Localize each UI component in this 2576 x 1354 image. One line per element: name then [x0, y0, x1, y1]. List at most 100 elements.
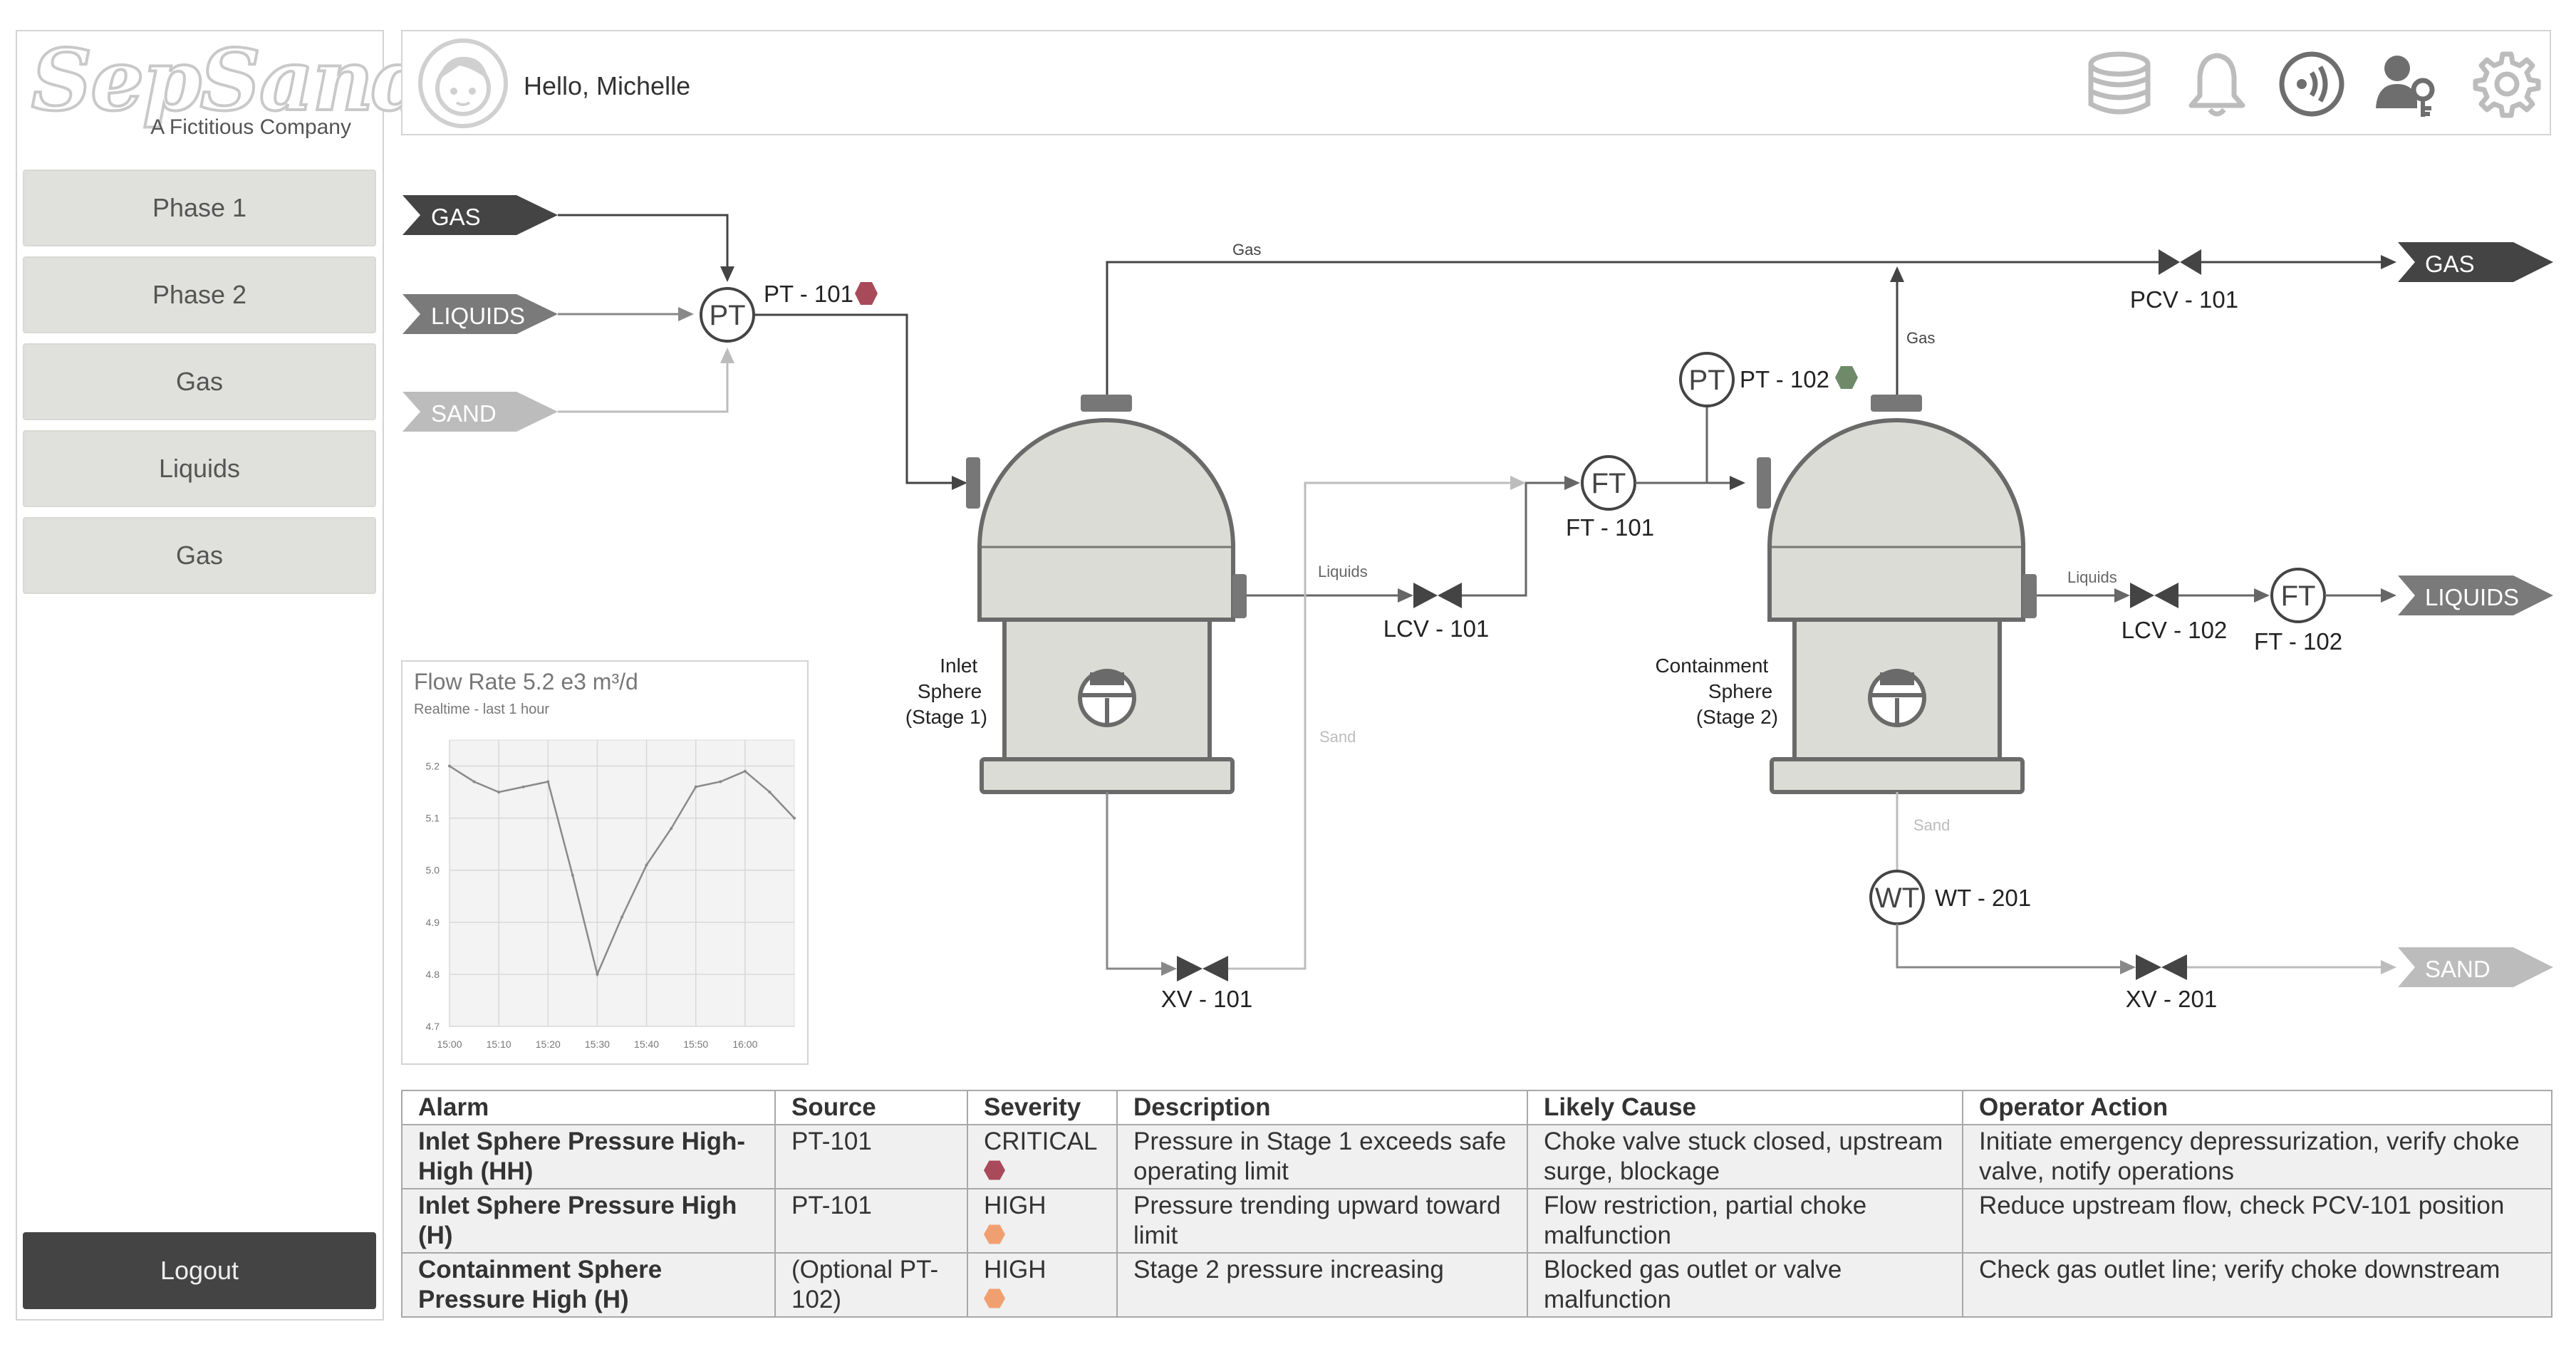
inlet-sphere-vessel[interactable] — [966, 395, 1247, 794]
chart-x-tick-label: 15:40 — [634, 1038, 659, 1050]
brand-tagline: A Fictitious Company — [150, 115, 351, 139]
alarm-name: Inlet Sphere Pressure High (H) — [401, 1188, 776, 1254]
column-header-source[interactable]: Source — [774, 1090, 968, 1125]
lcv-102-valve[interactable] — [2130, 583, 2178, 608]
pcv-101-valve[interactable] — [2159, 249, 2201, 275]
table-row[interactable]: Inlet Sphere Pressure High-High (HH) PT-… — [401, 1124, 2552, 1189]
sidebar-item-liquids[interactable]: Liquids — [23, 430, 376, 507]
wt-201-label: WT - 201 — [1935, 885, 2031, 911]
svg-text:FT: FT — [2281, 580, 2316, 612]
svg-text:GAS: GAS — [2425, 251, 2475, 277]
chart-y-tick-label: 5.2 — [426, 761, 440, 772]
pcv-101-label: PCV - 101 — [2130, 286, 2238, 313]
lcv-101-label: LCV - 101 — [1383, 615, 1490, 642]
brand-logo: SepSand — [30, 31, 432, 130]
xv-101-valve[interactable] — [1177, 956, 1228, 981]
chart-data-point — [497, 791, 501, 794]
chart-x-tick-label: 15:10 — [487, 1038, 511, 1050]
chart-plot-area — [449, 739, 795, 1027]
sidebar-item-phase-2[interactable]: Phase 2 — [23, 256, 376, 333]
database-icon[interactable] — [2084, 48, 2155, 120]
chart-y-tick-label: 4.8 — [426, 969, 440, 980]
line-label-liquids-2: Liquids — [2067, 568, 2117, 586]
severity-text: HIGH — [984, 1192, 1046, 1219]
severity-critical-icon — [984, 1160, 1005, 1180]
line-label-liquids: Liquids — [1318, 563, 1368, 580]
svg-text:PT: PT — [709, 300, 745, 331]
chart-y-tick-label: 4.9 — [426, 917, 440, 928]
signal-icon[interactable] — [2276, 48, 2347, 120]
outlet-liquids-flag: LIQUIDS — [2398, 576, 2553, 615]
ft-102-instrument[interactable]: FT — [2270, 568, 2326, 623]
chart-data-point — [546, 780, 550, 783]
chart-y-tick-label: 5.1 — [426, 813, 440, 824]
xv-201-valve[interactable] — [2136, 954, 2187, 980]
table-row[interactable]: Containment Sphere Pressure High (H) (Op… — [401, 1252, 2552, 1318]
svg-text:PT: PT — [1688, 365, 1725, 396]
svg-text:LIQUIDS: LIQUIDS — [431, 303, 525, 329]
chart-data-point — [596, 972, 599, 976]
alarm-source: PT-101 — [774, 1188, 968, 1254]
pt-101-instrument[interactable]: PT — [700, 287, 755, 343]
alarm-source: (Optional PT-102) — [774, 1252, 968, 1318]
column-header-description[interactable]: Description — [1116, 1090, 1528, 1125]
user-key-icon[interactable] — [2373, 48, 2444, 120]
chart-data-point — [694, 785, 697, 788]
line-label-gas: Gas — [1232, 241, 1261, 259]
chart-data-point — [472, 780, 476, 783]
bell-icon[interactable] — [2181, 48, 2253, 120]
ft-102-label: FT - 102 — [2254, 628, 2342, 655]
svg-text:SAND: SAND — [2425, 956, 2491, 982]
ft-101-instrument[interactable]: FT — [1581, 455, 1636, 511]
alarm-action: Reduce upstream flow, check PCV-101 posi… — [1962, 1188, 2552, 1254]
alarm-table-header: Alarm Source Severity Description Likely… — [401, 1090, 2552, 1125]
pt-102-instrument[interactable]: PT — [1679, 352, 1735, 407]
containment-sphere-vessel[interactable] — [1757, 395, 2037, 794]
sidebar: SepSand A Fictitious Company Phase 1 Pha… — [16, 30, 432, 1321]
chart-data-point — [719, 780, 722, 783]
chart-data-point — [743, 769, 747, 773]
xv-101-label: XV - 101 — [1161, 986, 1252, 1012]
table-row[interactable]: Inlet Sphere Pressure High (H) PT-101 HI… — [401, 1188, 2552, 1254]
chart-subtitle: Realtime - last 1 hour — [414, 702, 550, 717]
alarm-severity: CRITICAL — [967, 1124, 1118, 1189]
alarm-source: PT-101 — [774, 1124, 968, 1189]
alarm-cause: Flow restriction, partial choke malfunct… — [1527, 1188, 1963, 1254]
sidebar-item-phase-1[interactable]: Phase 1 — [23, 170, 376, 246]
chart-y-tick-label: 4.7 — [426, 1021, 440, 1032]
column-header-alarm[interactable]: Alarm — [401, 1090, 776, 1125]
alarm-cause: Choke valve stuck closed, upstream surge… — [1527, 1124, 1963, 1189]
chart-data-point — [448, 764, 451, 768]
chart-data-point — [571, 874, 574, 878]
avatar[interactable] — [417, 37, 509, 130]
wt-201-instrument[interactable]: WT — [1869, 870, 1925, 925]
logout-button[interactable]: Logout — [23, 1232, 376, 1309]
svg-text:WT: WT — [1875, 882, 1919, 914]
column-header-operator-action[interactable]: Operator Action — [1962, 1090, 2552, 1125]
gear-icon[interactable] — [2471, 48, 2543, 120]
chart-data-point — [793, 816, 796, 820]
inlet-sphere-label: Inlet Sphere (Stage 1) — [905, 655, 987, 728]
severity-high-icon — [984, 1224, 1005, 1244]
chart-data-point — [620, 915, 623, 919]
pt-101-status-critical — [855, 282, 878, 305]
chart-x-tick-label: 15:50 — [683, 1038, 708, 1050]
alarm-severity: HIGH — [967, 1252, 1118, 1318]
chart-data-point — [768, 791, 772, 794]
alarm-cause: Blocked gas outlet or valve malfunction — [1527, 1252, 1963, 1318]
column-header-severity[interactable]: Severity — [967, 1090, 1118, 1125]
ft-101-label: FT - 101 — [1566, 514, 1654, 541]
chart-data-point — [645, 863, 648, 867]
lcv-101-valve[interactable] — [1413, 583, 1462, 608]
outlet-sand-flag: SAND — [2398, 947, 2553, 987]
column-header-likely-cause[interactable]: Likely Cause — [1527, 1090, 1963, 1125]
sidebar-item-gas[interactable]: Gas — [23, 343, 376, 420]
line-label-gas-2: Gas — [1906, 329, 1935, 347]
inlet-liquids-flag: LIQUIDS — [402, 294, 558, 334]
severity-text: HIGH — [984, 1256, 1046, 1283]
alarm-description: Pressure in Stage 1 exceeds safe operati… — [1116, 1124, 1528, 1189]
sidebar-item-gas-2[interactable]: Gas — [23, 517, 376, 594]
chart-y-tick-label: 5.0 — [426, 865, 440, 876]
